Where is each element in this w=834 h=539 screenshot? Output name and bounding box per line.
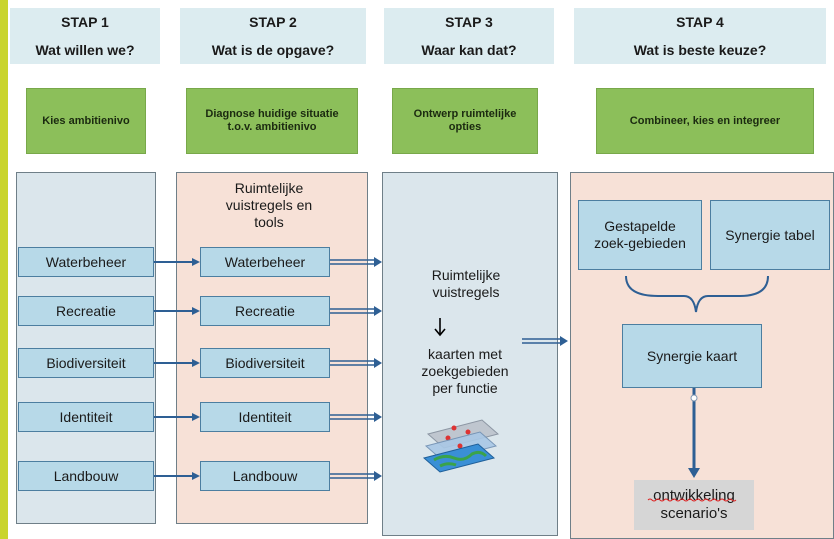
col1-item-identiteit: Identiteit bbox=[18, 402, 154, 432]
step2-title: STAP 2 bbox=[249, 14, 297, 30]
col3-bottom-text: kaarten met zoekgebieden per functie bbox=[421, 346, 509, 396]
col2-item-biodiversiteit: Biodiversiteit bbox=[200, 348, 330, 378]
col3-top-text: Ruimtelijke vuistregels bbox=[431, 267, 501, 300]
step3-header: STAP 3 Waar kan dat? bbox=[384, 8, 554, 64]
connector-synergy-scenarios bbox=[688, 388, 700, 478]
arrows-col2-col3 bbox=[330, 259, 374, 479]
col2-item-landbouw: Landbouw bbox=[200, 461, 330, 491]
diagram-canvas: STAP 1 Wat willen we? STAP 2 Wat is de o… bbox=[8, 0, 834, 539]
arrow-col3-col4 bbox=[522, 336, 568, 346]
step3-question: Waar kan dat? bbox=[421, 42, 517, 58]
down-arrow-icon bbox=[434, 318, 446, 337]
scenarios-box: ontwikkeling scenario's bbox=[634, 480, 754, 530]
arrowheads-col2-col3 bbox=[374, 257, 382, 481]
column-3 bbox=[382, 172, 558, 536]
step2-question: Wat is de opgave? bbox=[211, 42, 335, 58]
connectors-layer bbox=[154, 257, 769, 502]
arrows-col1-col2 bbox=[154, 258, 200, 480]
col1-item-landbouw: Landbouw bbox=[18, 461, 154, 491]
step1-title: STAP 1 bbox=[61, 14, 109, 30]
col1-item-recreatie: Recreatie bbox=[18, 296, 154, 326]
curly-brace bbox=[625, 275, 769, 313]
col2-item-recreatie: Recreatie bbox=[200, 296, 330, 326]
col1-item-biodiversiteit: Biodiversiteit bbox=[18, 348, 154, 378]
col1-item-waterbeheer: Waterbeheer bbox=[18, 247, 154, 277]
step4-action: Combineer, kies en integreer bbox=[596, 88, 814, 154]
step2-action: Diagnose huidige situatie t.o.v. ambitie… bbox=[186, 88, 358, 154]
spellcheck-underline bbox=[647, 498, 737, 502]
step1-question: Wat willen we? bbox=[35, 42, 135, 58]
step3-title: STAP 3 bbox=[445, 14, 493, 30]
col2-item-identiteit: Identiteit bbox=[200, 402, 330, 432]
synergy-table-box: Synergie tabel bbox=[710, 200, 830, 270]
col2-item-waterbeheer: Waterbeheer bbox=[200, 247, 330, 277]
step2-header: STAP 2 Wat is de opgave? bbox=[180, 8, 366, 64]
step1-action: Kies ambitienivo bbox=[26, 88, 146, 154]
layered-map-icon bbox=[422, 419, 500, 473]
col2-header-text: Ruimtelijke vuistregels en tools bbox=[225, 180, 313, 230]
step1-header: STAP 1 Wat willen we? bbox=[10, 8, 160, 64]
step4-question: Wat is beste keuze? bbox=[633, 42, 767, 58]
step4-title: STAP 4 bbox=[676, 14, 724, 30]
stacked-search-areas-box: Gestapelde zoek-gebieden bbox=[578, 200, 702, 270]
synergy-map-box: Synergie kaart bbox=[622, 324, 762, 388]
step3-action: Ontwerp ruimtelijke opties bbox=[392, 88, 538, 154]
step4-header: STAP 4 Wat is beste keuze? bbox=[574, 8, 826, 64]
